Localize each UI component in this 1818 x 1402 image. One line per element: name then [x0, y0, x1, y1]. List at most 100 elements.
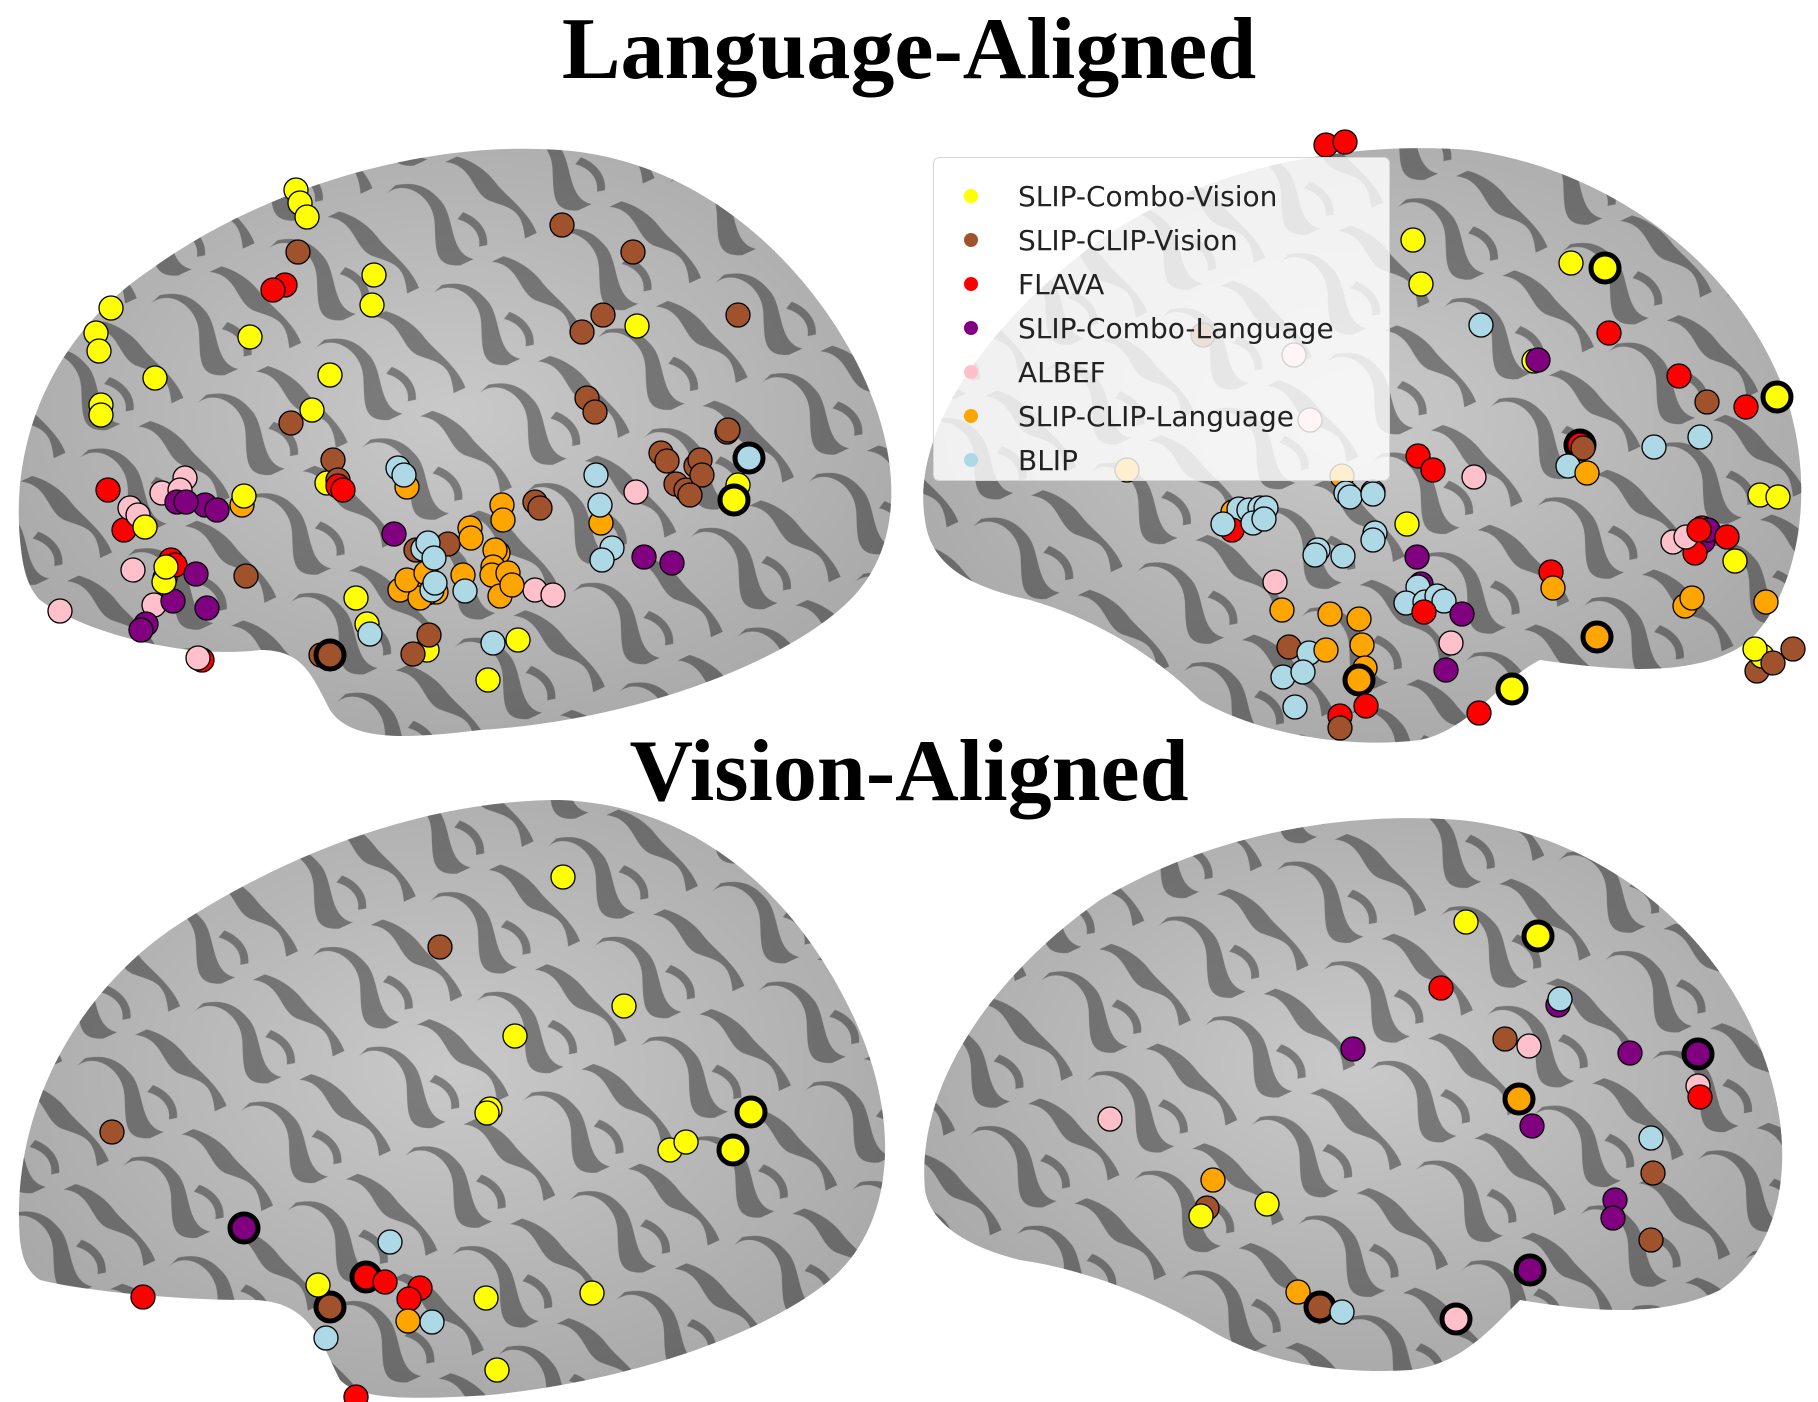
electrode-marker: [1329, 1299, 1355, 1325]
electrode-marker: [1525, 347, 1551, 373]
electrode-marker: [1617, 1040, 1643, 1066]
electrode-marker: [359, 292, 385, 318]
legend-label: FLAVA: [1018, 267, 1105, 301]
electrode-marker: [1449, 601, 1475, 627]
electrode-marker: [1317, 601, 1343, 627]
electrode-marker: [1722, 548, 1748, 574]
electrode-marker: [1540, 575, 1566, 601]
legend-label: SLIP-Combo-Vision: [1018, 179, 1278, 213]
electrode-marker: [313, 1325, 339, 1351]
legend-marker: [964, 277, 978, 291]
electrode-marker: [1600, 1205, 1626, 1231]
electrode-marker: [550, 864, 576, 890]
electrode-marker: [204, 497, 230, 523]
electrode-marker: [237, 324, 263, 350]
electrode-marker: [299, 397, 325, 423]
electrode-marker: [305, 1272, 331, 1298]
electrode-marker: [624, 313, 650, 339]
legend-marker: [964, 365, 978, 379]
electrode-marker: [120, 557, 146, 583]
electrode-marker: [689, 462, 715, 488]
electrode-marker: [1519, 1113, 1545, 1139]
legend-label: ALBEF: [1018, 355, 1106, 389]
electrode-marker: [569, 319, 595, 345]
highlighted-electrode-marker: [313, 638, 347, 672]
electrode-marker: [183, 561, 209, 587]
electrode-marker: [1780, 636, 1806, 662]
highlighted-electrode-marker: [716, 1133, 750, 1167]
electrode-marker: [357, 621, 383, 647]
electrode-marker: [361, 262, 387, 288]
electrode-marker: [620, 239, 646, 265]
electrode-marker: [579, 1280, 605, 1306]
electrode-marker: [343, 1384, 369, 1402]
electrode-marker: [1574, 460, 1600, 486]
electrode-marker: [1638, 1227, 1664, 1253]
highlighted-electrode-marker: [1502, 1082, 1536, 1116]
electrode-marker: [623, 479, 649, 505]
electrode-marker: [1431, 588, 1457, 614]
highlighted-electrode-marker: [1681, 1037, 1715, 1071]
electrode-marker: [1516, 1033, 1542, 1059]
electrode-marker: [372, 1269, 398, 1295]
electrode-marker: [631, 544, 657, 570]
electrode-marker: [480, 630, 506, 656]
legend-label: SLIP-CLIP-Vision: [1018, 223, 1238, 257]
electrode-markers: [47, 129, 1806, 1402]
electrode-marker: [400, 641, 426, 667]
electrode-marker: [1640, 1160, 1666, 1186]
electrode-marker: [1466, 700, 1492, 726]
legend-item: SLIP-CLIP-Language: [964, 396, 1294, 436]
electrode-marker: [1200, 1167, 1226, 1193]
electrode-marker: [673, 1129, 699, 1155]
legend-marker: [964, 453, 978, 467]
electrode-marker: [1558, 250, 1584, 276]
highlighted-electrode-marker: [1342, 663, 1376, 697]
electrode-marker: [421, 545, 447, 571]
highlighted-electrode-marker: [732, 441, 766, 475]
electrode-marker: [490, 507, 516, 533]
electrode-marker: [505, 627, 531, 653]
electrode-marker: [1097, 1106, 1123, 1132]
highlighted-electrode-marker: [313, 1290, 347, 1324]
electrode-marker: [330, 477, 356, 503]
electrode-marker: [475, 667, 501, 693]
highlighted-electrode-marker: [1760, 380, 1794, 414]
electrode-marker: [611, 993, 637, 1019]
electrode-marker: [452, 578, 478, 604]
legend-item: SLIP-Combo-Vision: [964, 176, 1277, 216]
electrode-marker: [1408, 271, 1434, 297]
electrode-marker: [654, 448, 680, 474]
electrode-marker: [128, 617, 154, 643]
legend-item: SLIP-CLIP-Vision: [964, 220, 1238, 260]
electrode-marker: [1461, 464, 1487, 490]
electrode-marker: [260, 277, 286, 303]
electrode-marker: [1404, 544, 1430, 570]
electrode-marker: [132, 514, 158, 540]
electrode-marker: [47, 598, 73, 624]
electrode-marker: [1254, 1191, 1280, 1217]
electrode-marker: [659, 550, 685, 576]
electrode-marker: [549, 212, 575, 238]
electrode-marker: [427, 934, 453, 960]
electrode-marker: [1346, 606, 1372, 632]
legend-marker: [964, 409, 978, 423]
electrode-marker: [1313, 637, 1339, 663]
electrode-marker: [473, 1285, 499, 1311]
electrode-marker: [1251, 506, 1277, 532]
electrode-marker: [130, 1284, 156, 1310]
electrode-marker: [1360, 527, 1386, 553]
electrode-marker: [416, 622, 442, 648]
electrode-marker: [1687, 1084, 1713, 1110]
electrode-marker: [1332, 129, 1358, 155]
electrode-marker: [1641, 434, 1667, 460]
electrode-marker: [1468, 312, 1494, 338]
electrode-marker: [142, 365, 168, 391]
electrode-marker: [1753, 589, 1779, 615]
electrode-marker: [1638, 1125, 1664, 1151]
electrode-marker: [194, 595, 220, 621]
electrode-marker: [422, 570, 448, 596]
electrode-marker: [1210, 511, 1236, 537]
electrode-marker: [1269, 597, 1295, 623]
legend-label: BLIP: [1018, 443, 1078, 477]
